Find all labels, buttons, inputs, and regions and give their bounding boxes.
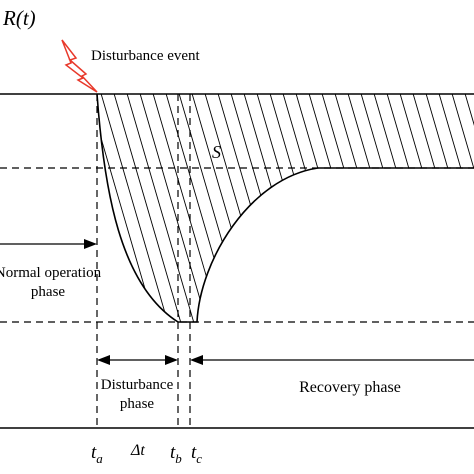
t-a-label: ta [91,442,103,466]
hatch-line [138,94,210,322]
hatch-line [268,94,340,322]
hatch-line [450,94,474,322]
hatch-line [255,94,327,322]
normal-phase-arrowhead [84,239,97,249]
normal-phase-label-2: phase [31,284,65,300]
hatch-line [0,90,1,330]
hatch-line [294,94,366,322]
hatch-line [372,94,444,322]
delta-t-label: Δt [130,442,145,459]
normal-phase-label-1: Normal operation [0,265,102,281]
hatch-line [99,94,171,322]
hatched-area [0,90,474,330]
hatch-line [398,94,470,322]
hatch-line [97,94,132,322]
hatch-line [424,94,474,322]
hatch-line [216,94,288,322]
hatch-line [125,94,197,322]
hatch-line [346,94,418,322]
hatch-line [203,94,275,322]
disturbance-arrowhead-right [165,355,178,365]
disturbance-arrowhead-left [97,355,110,365]
y-axis-label: R(t) [2,6,36,30]
hatch-line [411,94,474,322]
lightning-icon [61,39,98,93]
hatch-line [97,94,145,322]
hatch-line [320,94,392,322]
area-label: S [212,142,221,162]
recovery-arrowhead [190,355,203,365]
disturbance-event-label: Disturbance event [91,48,201,64]
hatch-line [164,94,236,322]
t-c-label: tc [191,442,202,466]
t-b-label: tb [170,442,182,466]
dip-curve [96,93,474,323]
hatch-line [463,94,474,322]
disturbance-phase-label-2: phase [120,396,154,412]
hatch-line [177,94,249,322]
disturbance-phase-label-1: Disturbance [101,377,174,393]
hatch-line [0,90,14,330]
hatch-line [359,94,431,322]
hatch-line [112,94,184,322]
hatch-line [229,94,301,322]
hatch-line [437,94,474,322]
hatch-line [242,94,314,322]
hatch-line [333,94,405,322]
hatch-line [151,94,223,322]
hatch-line [281,94,353,322]
hatch-line [385,94,457,322]
recovery-phase-label: Recovery phase [299,379,401,396]
hatch-line [97,94,158,322]
hatch-line [307,94,379,322]
hatch-line [0,90,27,330]
